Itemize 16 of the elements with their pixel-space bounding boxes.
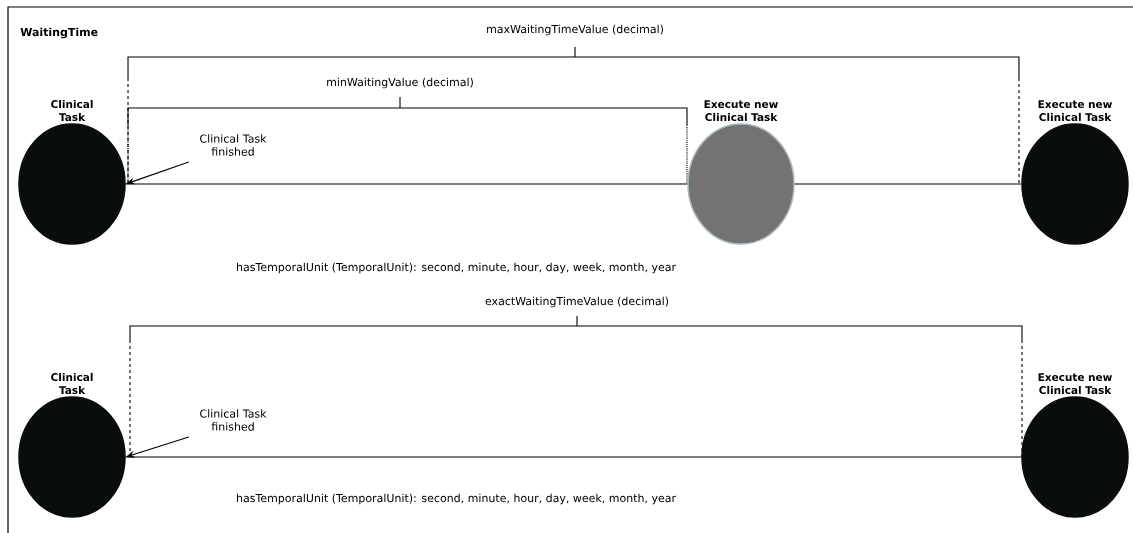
timeline-line xyxy=(125,183,688,185)
task-heading: Execute new Clinical Task xyxy=(704,100,778,122)
task-heading: Clinical Task xyxy=(51,99,93,122)
annotation-text: Clinical Task finished xyxy=(200,134,267,156)
annotation-text: Clinical Task finished xyxy=(200,409,267,431)
dimension-label: hasTemporalUnit (TemporalUnit): second, minute, hour, day, week, month, year xyxy=(237,493,676,505)
task-heading: Execute new Clinical Task xyxy=(1038,373,1112,395)
diagram-title: WaitingTime xyxy=(20,27,98,39)
dimension-label: hasTemporalUnit (TemporalUnit): second, minute, hour, day, week, month, year xyxy=(237,262,676,274)
task-heading: Execute new Clinical Task xyxy=(1038,100,1112,122)
dimension-label: maxWaitingTimeValue (decimal) xyxy=(487,24,663,36)
timeline-line xyxy=(794,183,1022,185)
dimension-label: minWaitingValue (decimal) xyxy=(327,77,473,89)
timeline-line xyxy=(125,456,1022,458)
task-heading: Clinical Task xyxy=(51,372,93,395)
dimension-label: exactWaitingTimeValue (decimal) xyxy=(485,296,669,308)
